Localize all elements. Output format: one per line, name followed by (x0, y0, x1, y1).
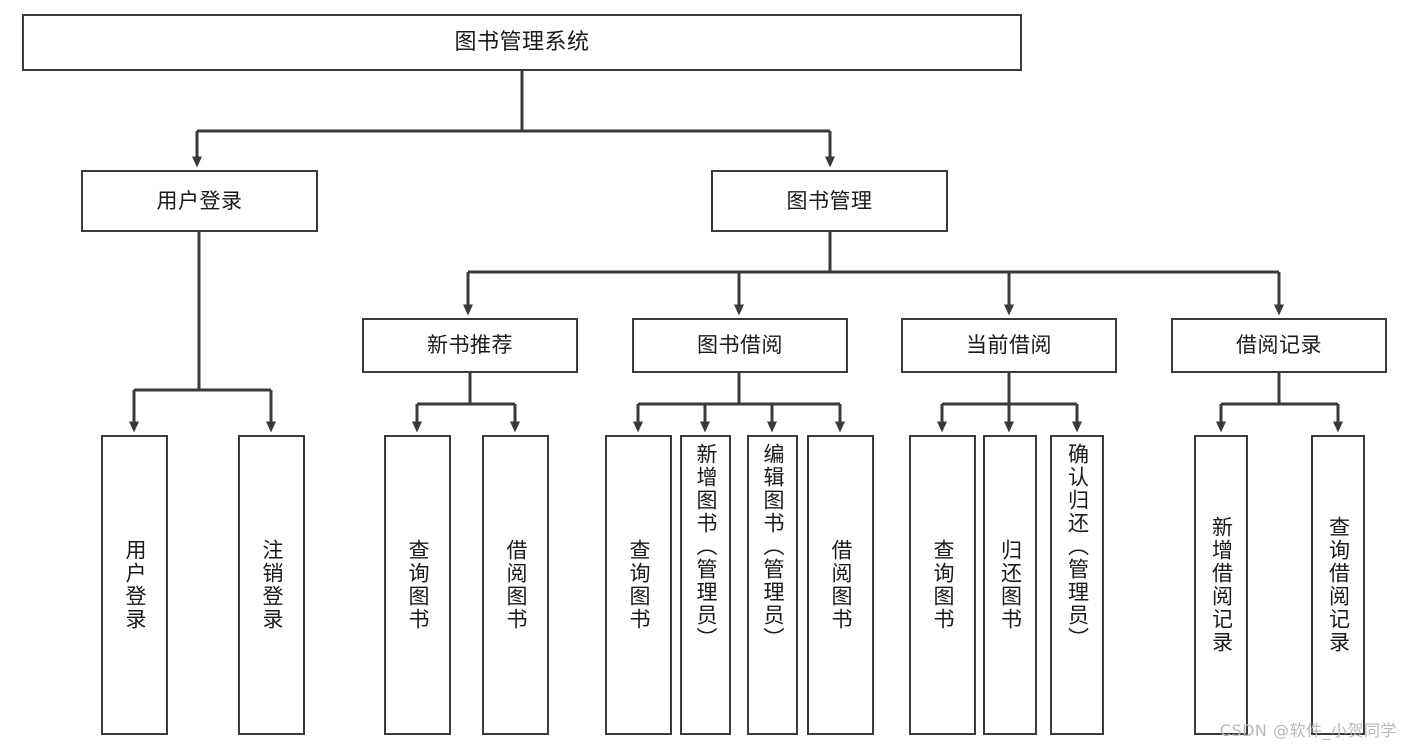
watermark-text: CSDN @软件_小贺同学 (1219, 721, 1397, 740)
node-book-management[interactable]: 图书管理 (711, 170, 948, 232)
node-label: 图书管理系统 (454, 29, 590, 55)
leaf-edit-book-admin[interactable]: 编辑图书（管理员） (747, 435, 798, 735)
leaf-user-login[interactable]: 用户登录 (101, 435, 168, 735)
node-label: 归还图书 (998, 539, 1023, 631)
leaf-borrow-book-borrow[interactable]: 借阅图书 (807, 435, 874, 735)
leaf-add-borrow-record[interactable]: 新增借阅记录 (1194, 435, 1248, 735)
leaf-query-book-current[interactable]: 查询图书 (909, 435, 976, 735)
node-book-borrowing[interactable]: 图书借阅 (632, 318, 848, 373)
leaf-return-book[interactable]: 归还图书 (983, 435, 1037, 735)
leaf-add-book-admin[interactable]: 新增图书（管理员） (680, 435, 731, 735)
node-label: 借阅记录 (1236, 333, 1322, 358)
node-label: 借阅图书 (829, 539, 853, 631)
node-label: 新增借阅记录 (1209, 516, 1234, 654)
node-user-login[interactable]: 用户登录 (81, 170, 318, 232)
node-borrowing-record[interactable]: 借阅记录 (1171, 318, 1387, 373)
node-label: 确认归还（管理员） (1065, 443, 1090, 650)
leaf-confirm-return-admin[interactable]: 确认归还（管理员） (1050, 435, 1104, 735)
node-label: 用户登录 (123, 539, 147, 631)
node-label: 新书推荐 (427, 333, 513, 358)
node-label: 查询图书 (406, 539, 430, 631)
leaf-borrow-book-new-rec[interactable]: 借阅图书 (482, 435, 549, 735)
node-label: 查询借阅记录 (1326, 516, 1351, 654)
node-label: 用户登录 (156, 188, 243, 213)
node-label: 图书借阅 (697, 333, 783, 358)
node-label: 当前借阅 (966, 333, 1052, 358)
node-label: 新增图书（管理员） (694, 443, 718, 650)
leaf-query-borrow-record[interactable]: 查询借阅记录 (1311, 435, 1365, 735)
node-root-book-management-system[interactable]: 图书管理系统 (22, 14, 1022, 71)
node-current-borrowing[interactable]: 当前借阅 (901, 318, 1117, 373)
node-label: 编辑图书（管理员） (761, 443, 785, 650)
node-label: 借阅图书 (504, 539, 528, 631)
node-label: 注销登录 (260, 539, 284, 631)
node-label: 查询图书 (627, 539, 651, 631)
leaf-query-book-borrow[interactable]: 查询图书 (605, 435, 672, 735)
node-new-book-recommendation[interactable]: 新书推荐 (362, 318, 578, 373)
leaf-query-book-new-rec[interactable]: 查询图书 (384, 435, 451, 735)
node-label: 查询图书 (931, 539, 955, 631)
node-label: 图书管理 (786, 188, 873, 213)
leaf-logout[interactable]: 注销登录 (238, 435, 305, 735)
